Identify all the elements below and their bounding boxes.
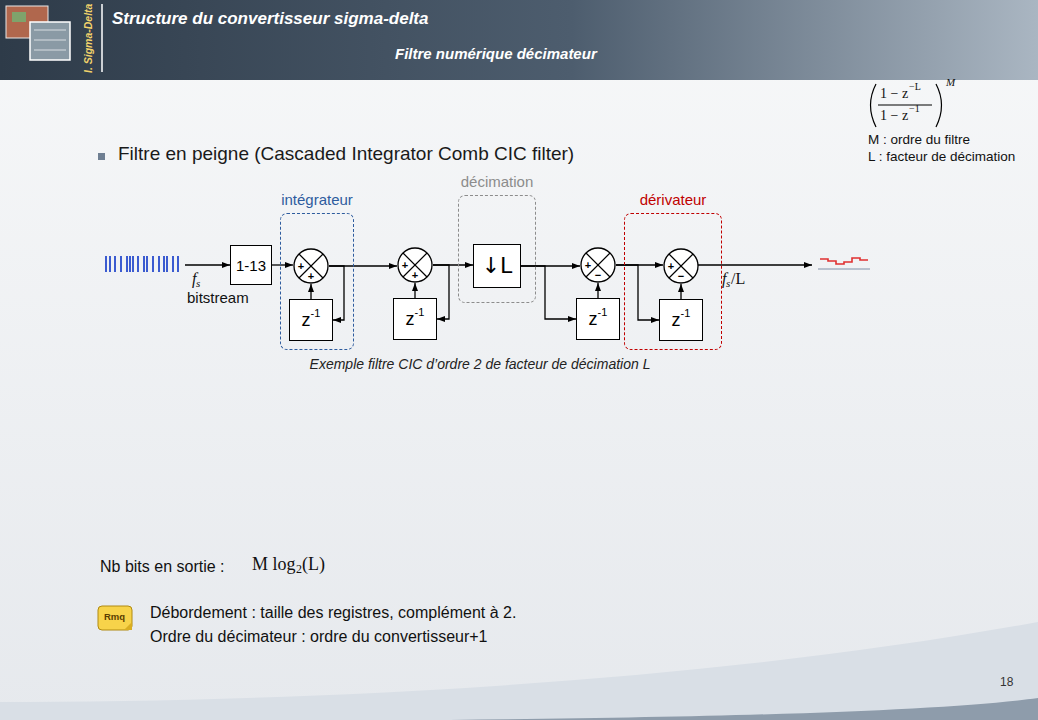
sign: +: [585, 260, 591, 271]
node-label: z: [302, 311, 311, 329]
sign: +: [298, 261, 304, 272]
signal-subscript: s: [196, 277, 200, 290]
sign: +: [668, 261, 674, 272]
delay-box: z-1: [659, 299, 703, 341]
parameter-note: L : facteur de décimation: [868, 149, 1015, 165]
body-text: Ordre du décimateur : ordre du convertis…: [150, 628, 488, 646]
header-thumbnails: [6, 6, 70, 60]
formula-term: (L): [302, 554, 325, 575]
footer-swoosh: [0, 622, 1038, 720]
bitstream-icon: [105, 256, 179, 272]
connector: [414, 283, 415, 298]
formula-term: 1 − z: [880, 86, 908, 102]
group-frame: dérivateur+−z-1: [624, 213, 722, 350]
output-wire: [698, 264, 812, 265]
delay-box: z-1: [576, 298, 620, 340]
group-heading: dérivateur: [640, 192, 707, 207]
section-tab: I. Sigma-Delta: [82, 3, 94, 72]
formula-exponent: −1: [909, 103, 920, 115]
signal-name: f: [722, 270, 726, 288]
connector: [521, 266, 576, 319]
group-frame: intégrateur++z-1: [280, 213, 354, 350]
exponent: -1: [311, 308, 321, 319]
signal-name: bitstream: [187, 289, 249, 306]
node-label: z: [589, 310, 598, 328]
signal-subscript: s: [726, 277, 730, 290]
group-heading: intégrateur: [281, 192, 353, 207]
figure-caption: Exemple filtre CIC d’ordre 2 de facteur …: [310, 356, 651, 372]
node-label: z: [406, 310, 415, 328]
delay-box: z-1: [393, 298, 437, 340]
note-icon: [98, 606, 132, 630]
connector: [310, 284, 311, 299]
formula-subscript: 2: [296, 563, 302, 577]
signal-name: f: [192, 270, 196, 288]
connector: [616, 265, 659, 320]
formula-exponent: M: [946, 76, 955, 89]
body-text: Débordement : taille des registres, comp…: [150, 604, 516, 622]
note-icon-text: Rmq: [104, 612, 125, 623]
exponent: -1: [415, 307, 425, 318]
adder-circle: +−: [580, 247, 616, 283]
input-wire: [185, 264, 230, 265]
sign: +: [402, 260, 408, 271]
block-box: 1-13: [230, 245, 272, 285]
formula-exponent: −L: [909, 81, 921, 93]
exponent: -1: [598, 307, 608, 318]
connector: [680, 284, 681, 299]
delay-box: z-1: [289, 299, 333, 341]
node-label: z: [672, 311, 681, 329]
slide-title: Structure du convertisseur sigma-delta: [112, 9, 428, 29]
formula-term: 1 − z: [880, 108, 908, 124]
exponent: -1: [681, 308, 691, 319]
header-separator: [101, 4, 103, 72]
page-number: 18: [1000, 676, 1013, 690]
adder-circle: +−: [663, 248, 699, 284]
header-band: [0, 0, 1038, 80]
adder-circle: ++: [293, 248, 329, 284]
formula-brackets: [871, 84, 942, 127]
node-label: 1-13: [236, 258, 266, 273]
bullet-marker: [98, 153, 105, 160]
footer-swoosh: [450, 698, 1038, 720]
formula-term: M log: [252, 554, 296, 575]
decimator-box: ↓L: [473, 244, 521, 288]
connector: [272, 264, 293, 265]
output-waveform: [818, 258, 870, 269]
parameter-note: M : ordre du filtre: [868, 132, 970, 148]
sign: −: [595, 270, 601, 281]
node-label: ↓L: [482, 255, 513, 277]
connector: [597, 283, 598, 298]
adder-circle: ++: [397, 247, 433, 283]
bullet-text: Filtre en peigne (Cascaded Integrator Co…: [118, 143, 574, 165]
sign: −: [678, 271, 684, 282]
group-heading: décimation: [461, 174, 534, 189]
body-text: Nb bits en sortie :: [100, 558, 225, 576]
sign: +: [412, 270, 418, 281]
subtitle: Filtre numérique décimateur: [395, 45, 597, 62]
sign: +: [308, 271, 314, 282]
signal-name: /L: [731, 270, 745, 288]
group-frame: décimation↓L: [458, 195, 536, 303]
